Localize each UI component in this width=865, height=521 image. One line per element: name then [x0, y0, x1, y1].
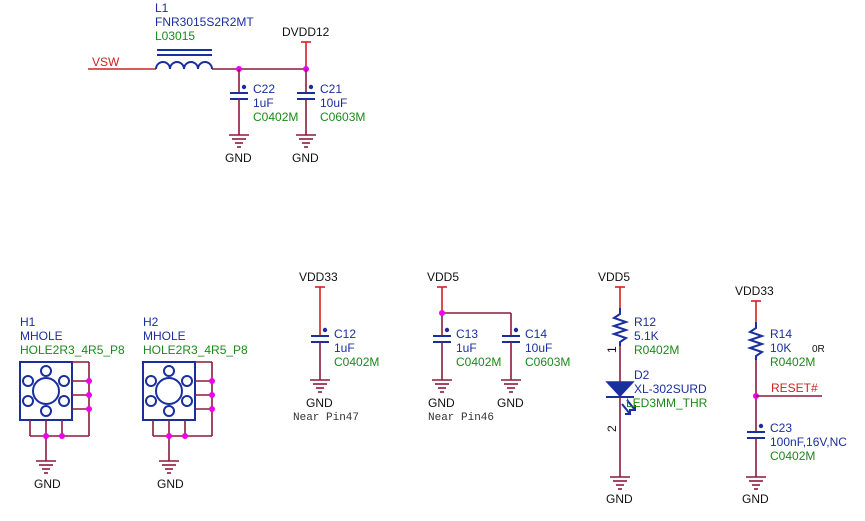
r14-resistor-symbol — [746, 322, 766, 360]
c22-refdes: C22 — [253, 82, 275, 96]
c21-footprint: C0603M — [320, 110, 365, 124]
c21-capacitor-symbol — [297, 69, 315, 135]
vsw-net-label: VSW — [92, 55, 120, 69]
r12-footprint: R0402M — [634, 343, 679, 357]
r12-value: 5.1K — [634, 329, 659, 343]
d2-refdes: D2 — [634, 368, 650, 382]
r14-footprint: R0402M — [770, 355, 815, 369]
inductor-filter-section: L1 FNR3015S2R2MT L03015 VSW DVDD12 C22 1… — [88, 1, 365, 165]
c14-value: 10uF — [525, 341, 552, 355]
h1-body — [19, 361, 73, 421]
c21-refdes: C21 — [320, 82, 342, 96]
c13-c14-decoupling-section: VDD5 C13 1uF C0402M GND C14 10uF C0603M — [427, 270, 570, 424]
vdd33-net-label: VDD33 — [299, 270, 338, 284]
h2-refdes: H2 — [143, 315, 159, 329]
r14-refdes: R14 — [770, 327, 792, 341]
reset-net-label: RESET# — [771, 381, 818, 395]
note-near-pin47: Near Pin47 — [293, 412, 359, 424]
gnd-symbol — [36, 460, 56, 474]
h1-footprint: HOLE2R3_4R5_P8 — [20, 343, 125, 357]
gnd-symbol — [159, 460, 179, 474]
gnd-label: GND — [606, 492, 633, 506]
gnd-label: GND — [306, 396, 333, 410]
dvdd12-net-label: DVDD12 — [282, 25, 330, 39]
c13-footprint: C0402M — [456, 355, 501, 369]
c22-capacitor-symbol — [230, 69, 248, 135]
d2-pin-number: 2 — [605, 425, 619, 432]
reset-section: VDD33 R14 10K 0R R0402M RESET# C23 100nF… — [735, 284, 847, 506]
gnd-symbol — [610, 476, 630, 490]
c14-refdes: C14 — [525, 327, 547, 341]
d2-led-symbol — [605, 381, 636, 415]
r12-pin-number: 1 — [605, 346, 619, 353]
c14-footprint: C0603M — [525, 355, 570, 369]
c22-value: 1uF — [253, 96, 274, 110]
l1-inductor-symbol — [155, 49, 213, 70]
h2-footprint: HOLE2R3_4R5_P8 — [143, 343, 248, 357]
vdd33-net-label: VDD33 — [735, 284, 774, 298]
gnd-label: GND — [428, 396, 455, 410]
gnd-symbol — [432, 379, 452, 393]
r12-resistor-symbol — [610, 308, 630, 346]
d2-footprint: LED3MM_THR — [626, 396, 708, 410]
h2-body — [142, 361, 196, 421]
gnd-label: GND — [742, 492, 769, 506]
c12-decoupling-section: VDD33 C12 1uF C0402M GND Near Pin47 — [293, 270, 379, 424]
c21-value: 10uF — [320, 96, 347, 110]
c23-footprint: C0402M — [770, 449, 815, 463]
h1-refdes: H1 — [20, 315, 36, 329]
gnd-label: GND — [225, 151, 252, 165]
gnd-symbol — [296, 134, 316, 148]
h1-mounting-hole: H1 MHOLE HOLE2R3_4R5_P8 GND — [19, 315, 125, 491]
h2-mounting-hole: H2 MHOLE HOLE2R3_4R5_P8 GND — [142, 315, 248, 491]
c12-refdes: C12 — [334, 327, 356, 341]
c22-footprint: C0402M — [253, 110, 298, 124]
c12-footprint: C0402M — [334, 355, 379, 369]
c23-value: 100nF,16V,NC — [770, 435, 847, 449]
note-near-pin46: Near Pin46 — [428, 412, 494, 424]
r12-refdes: R12 — [634, 315, 656, 329]
vdd5-net-label: VDD5 — [598, 270, 630, 284]
c13-refdes: C13 — [456, 327, 478, 341]
gnd-label: GND — [34, 477, 61, 491]
r14-extra-label: 0R — [812, 344, 825, 355]
gnd-label: GND — [157, 477, 184, 491]
gnd-symbol — [310, 379, 330, 393]
vdd5-net-label: VDD5 — [427, 270, 459, 284]
h1-value: MHOLE — [20, 329, 63, 343]
gnd-label: GND — [497, 396, 524, 410]
l1-footprint: L03015 — [155, 29, 195, 43]
d2-value: XL-302SURD — [634, 382, 707, 396]
h2-value: MHOLE — [143, 329, 186, 343]
led-indicator-section: VDD5 R12 5.1K R0402M 1 D2 XL-302SURD LED… — [598, 270, 708, 506]
c23-refdes: C23 — [770, 421, 792, 435]
gnd-symbol — [501, 379, 521, 393]
c12-value: 1uF — [334, 341, 355, 355]
gnd-symbol — [229, 134, 249, 148]
l1-refdes: L1 — [155, 1, 169, 15]
c13-value: 1uF — [456, 341, 477, 355]
gnd-label: GND — [292, 151, 319, 165]
gnd-symbol — [746, 476, 766, 490]
r14-value: 10K — [770, 341, 791, 355]
l1-value: FNR3015S2R2MT — [155, 15, 254, 29]
